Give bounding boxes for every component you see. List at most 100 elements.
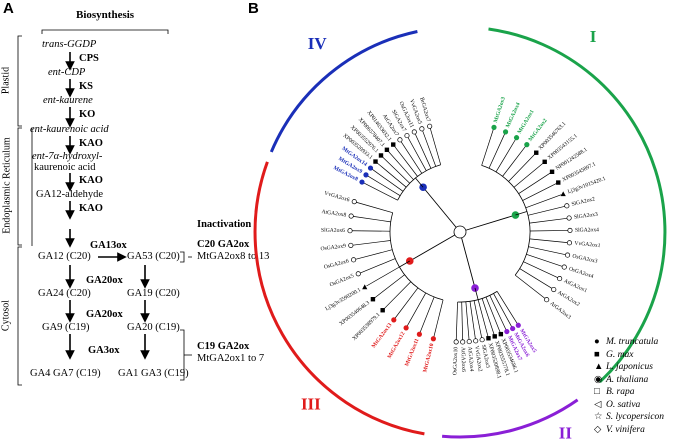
tree-leaf-branch — [481, 298, 495, 335]
legend-species: V. vinifera — [606, 424, 645, 435]
leaf-marker-mt — [430, 336, 436, 342]
tree-leaf-branch — [469, 301, 476, 339]
tree-leaf-branch — [522, 183, 557, 201]
leaf-marker-gm — [556, 180, 561, 185]
leaf-marker-gm — [542, 159, 547, 165]
leaf-marker-other — [351, 199, 357, 205]
compound-hydroxy-line1: ent-7α-hydroxyl- — [32, 151, 103, 162]
c20-ga2ox-title: C20 GA2ox — [197, 239, 250, 250]
legend-marker-icon: ◇ — [594, 424, 602, 435]
enzyme-ga3ox: GA3ox — [88, 345, 120, 356]
leaf-marker-gm — [549, 169, 555, 175]
leaf-label: AtGA2ox3 — [549, 301, 572, 321]
leaf-marker-other — [348, 213, 354, 219]
clade-arc-i — [488, 27, 667, 383]
tree-leaf-branch — [374, 274, 405, 299]
clade-label-ii: II — [559, 424, 573, 440]
leaf-marker-other — [566, 215, 572, 221]
tree-root — [453, 225, 467, 239]
leaf-marker-other — [419, 126, 425, 132]
tree-leaf-branch — [422, 130, 437, 167]
leaf-marker-other — [564, 252, 571, 258]
legend-row: ☆S. lycopersicon — [594, 411, 664, 424]
compound-kaurenoic: ent-kaurenoic acid — [30, 124, 109, 135]
leaf-marker-mt — [363, 172, 369, 178]
leaf-marker-other — [561, 264, 567, 270]
c20-ga2ox-desc: MtGA2ox8 to 13 — [197, 251, 270, 262]
leaf-marker-mt — [524, 142, 530, 148]
tree-leaf-branch — [495, 139, 516, 173]
legend-species: M. truncatula — [606, 337, 659, 347]
compound-ga53: GA53 (C20) — [127, 251, 180, 262]
compound-ga9: GA9 (C19) — [42, 322, 90, 333]
leaf-marker-other — [567, 227, 573, 233]
tree-trunk — [465, 214, 516, 231]
tree-leaf-branch — [514, 274, 546, 299]
leaf-label: VvGA2ox6 — [323, 190, 350, 203]
compound-kaurene: ent-kaurene — [43, 95, 93, 106]
tree-leaf-branch — [359, 258, 396, 274]
clade-arc-ii — [441, 398, 579, 439]
biosynthesis-header: Biosynthesis — [76, 9, 135, 21]
tree-leaf-branch — [513, 162, 544, 188]
leaf-marker-other — [453, 339, 459, 345]
compound-ga24: GA24 (C20) — [38, 288, 91, 299]
leaf-marker-other — [544, 297, 550, 303]
tree-branch-arc — [481, 165, 531, 276]
leaf-marker-gm — [370, 297, 376, 302]
tree-leaf-branch — [461, 301, 463, 340]
tree-leaf-branch — [367, 175, 401, 196]
leaf-marker-other — [466, 339, 472, 345]
leaf-label: VvGA2ox1 — [574, 241, 601, 250]
leaf-marker-other — [460, 339, 466, 345]
inactivation-title: Inactivation — [197, 219, 252, 230]
legend-marker-icon: ● — [594, 337, 600, 347]
tree-branch — [415, 177, 424, 188]
species-legend: ●M. truncatula■G. max▲L. japonicus◉A. th… — [594, 336, 664, 436]
leaf-marker-other — [551, 286, 557, 293]
leaf-label: AtGA2ox4 — [466, 346, 474, 371]
compound-ga1-ga3: GA1 GA3 (C19) — [118, 368, 189, 379]
legend-species: B. rapa — [606, 387, 635, 397]
tree-trunk — [409, 234, 456, 262]
legend-species: L. japonicus — [606, 362, 653, 372]
leaf-label: AtGA2ox2 — [556, 290, 581, 308]
leaf-marker-lj — [362, 284, 368, 290]
tree-leaf-branch — [489, 295, 507, 330]
tree-leaf-branch — [394, 287, 419, 319]
compound-ga19: GA19 (C20) — [127, 288, 180, 299]
leaf-marker-mt — [359, 179, 365, 185]
enzyme-ga13ox: GA13ox — [90, 240, 127, 251]
legend-marker-icon: ☆ — [594, 412, 603, 422]
leaf-marker-mt — [416, 331, 422, 337]
leaf-label: OsGA2ox6 — [323, 258, 349, 270]
leaf-marker-mt — [513, 135, 520, 141]
tree-leaf-branch — [419, 296, 435, 333]
legend-species: A. thaliana — [606, 374, 649, 385]
tree-leaf-branch — [526, 253, 563, 267]
enzyme-cps: CPS — [79, 53, 99, 64]
tree-leaf-branch — [493, 293, 513, 327]
leaf-label: MtGA2ox12 — [387, 331, 407, 360]
enzyme-kao-2: KAO — [79, 175, 103, 186]
leaf-marker-gm — [492, 334, 497, 339]
tree-leaf-branch — [371, 168, 404, 192]
leaf-marker-other — [351, 257, 357, 263]
tree-leaf-branch — [366, 266, 400, 287]
tree-branch — [474, 287, 479, 300]
legend-marker-icon: □ — [594, 387, 600, 397]
leaf-label: OsGA2ox10 — [452, 347, 459, 376]
leaf-marker-other — [348, 242, 354, 248]
enzyme-ko: KO — [79, 109, 96, 120]
leaf-marker-gm — [380, 308, 385, 313]
tree-leaf-branch — [353, 216, 391, 223]
compound-ga12: GA12 (C20) — [38, 251, 91, 262]
leaf-label: OsGA2ox4 — [568, 266, 594, 280]
tree-leaf-branch — [496, 291, 518, 324]
leaf-label: OsGA2ox9 — [320, 243, 346, 252]
leaf-label: SlGA2ox5 — [480, 344, 491, 369]
compound-ga20: GA20 (C19) — [127, 322, 180, 333]
legend-marker-icon: ◁ — [594, 399, 602, 410]
leaf-marker-gm — [486, 336, 491, 341]
